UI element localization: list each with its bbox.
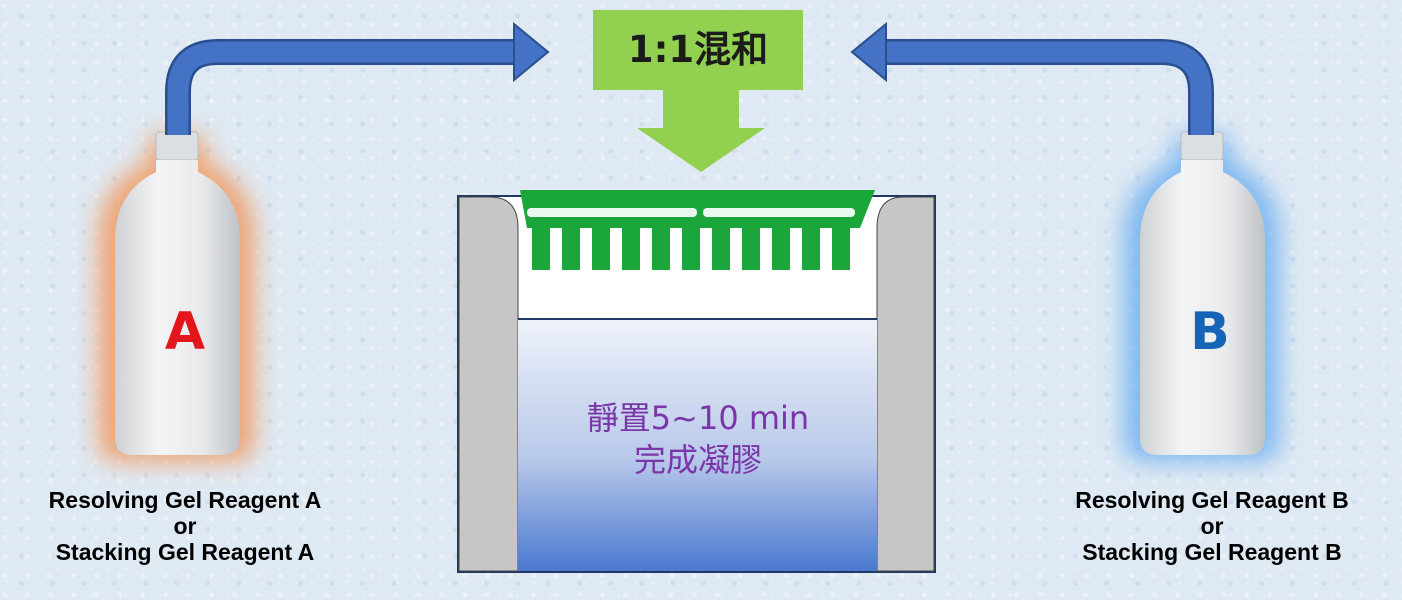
bottle-a-label: A — [164, 302, 206, 362]
comb-tooth — [742, 228, 760, 270]
mix-ratio-label: 1:1混和 — [627, 28, 769, 71]
comb-tooth — [652, 228, 670, 270]
arrow-from-b-shaft — [882, 39, 1214, 135]
gel-instruction-line1: 靜置5~10 min — [586, 399, 810, 437]
comb-tooth — [802, 228, 820, 270]
arrow-from-b — [850, 21, 1214, 135]
gel-layer — [518, 319, 877, 571]
reagent-a-caption-line2: or — [173, 513, 197, 539]
reagent-a-caption-line3: Stacking Gel Reagent A — [55, 539, 315, 565]
reagent-b-caption-line3: Stacking Gel Reagent B — [1082, 539, 1342, 565]
comb-bar — [520, 190, 875, 228]
cassette-right-side — [876, 196, 935, 572]
comb-tooth — [532, 228, 550, 270]
reagent-b-caption-line1: Resolving Gel Reagent B — [1075, 487, 1349, 513]
gel-cassette — [457, 190, 936, 573]
arrow-from-b-shaft-fill — [882, 41, 1212, 135]
arrow-from-a-shaft-fill — [167, 41, 518, 135]
comb-slot-right — [703, 208, 855, 217]
bottle-b-body — [1140, 160, 1265, 455]
comb-tooth — [682, 228, 700, 270]
comb-tooth — [622, 228, 640, 270]
bottle-a — [98, 131, 255, 462]
mix-arrow — [593, 10, 803, 172]
gel-instruction-text: 靜置5~10 min 完成凝膠 — [520, 397, 876, 481]
comb-tooth — [772, 228, 790, 270]
cassette-left-side — [458, 196, 519, 572]
reagent-b-caption: Resolving Gel Reagent B or Stacking Gel … — [1002, 487, 1402, 565]
comb-slot-left — [527, 208, 697, 217]
bottle-a-cap — [155, 131, 199, 161]
gel-instruction-line2: 完成凝膠 — [633, 441, 762, 479]
comb-tooth — [712, 228, 730, 270]
mix-arrow-head — [637, 128, 765, 172]
reagent-b-caption-line2: or — [1200, 513, 1224, 539]
arrow-from-a — [165, 21, 550, 135]
comb-tooth — [562, 228, 580, 270]
well-comb — [520, 190, 875, 270]
mix-box — [593, 10, 803, 90]
bottle-b-cap — [1180, 131, 1224, 161]
arrow-from-a-shaft — [165, 39, 518, 135]
reagent-a-caption: Resolving Gel Reagent A or Stacking Gel … — [0, 487, 395, 565]
comb-tooth — [832, 228, 850, 270]
reagent-a-caption-line1: Resolving Gel Reagent A — [48, 487, 322, 513]
arrow-from-a-head — [513, 21, 550, 83]
arrow-from-b-head — [850, 21, 887, 83]
bottle-a-body — [115, 160, 240, 455]
bottle-b — [1123, 131, 1280, 462]
comb-tooth — [592, 228, 610, 270]
bottle-b-label: B — [1190, 302, 1230, 362]
mix-arrow-stem — [663, 90, 739, 128]
